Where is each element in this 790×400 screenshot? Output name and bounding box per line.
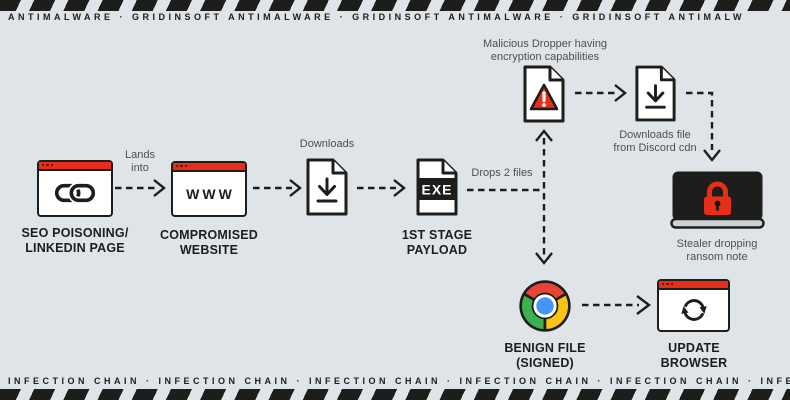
edge-label-downloads: Downloads: [299, 138, 355, 150]
exe-badge-text: EXE: [421, 182, 452, 198]
node-label-seo-page: SEO POISONING/ LINKEDIN PAGE: [21, 226, 129, 255]
arrow-drops-down-head: [535, 252, 553, 265]
download-file-icon: [306, 158, 348, 216]
window-dots-icon: [662, 283, 674, 286]
node-label-update-browser: UPDATE BROWSER: [660, 341, 728, 370]
annotation-stealer: Stealer dropping ransom note: [676, 238, 758, 263]
arrow-lands-into-head: [153, 179, 166, 197]
window-dots-icon: [176, 165, 188, 168]
browser-window-seo: [37, 160, 113, 217]
window-titlebar: [39, 162, 111, 171]
window-titlebar: [659, 281, 728, 290]
arrow-benign-to-update-head: [636, 295, 651, 315]
banner-text-top: ANTIMALWARE · GRIDINSOFT ANTIMALWARE · G…: [8, 12, 745, 22]
edge-label-lands-into: Lands into: [125, 149, 155, 174]
annotation-malicious-dropper: Malicious Dropper having encryption capa…: [482, 38, 608, 63]
warning-file-icon: [523, 65, 565, 123]
hazard-stripe-top: [0, 0, 790, 11]
refresh-icon: [680, 299, 707, 321]
node-label-payload: 1ST STAGE PAYLOAD: [401, 228, 473, 257]
annotation-discord-cdn: Downloads file from Discord cdn: [613, 129, 697, 154]
link-icon: [54, 182, 96, 204]
hazard-stripe-bottom: [0, 389, 790, 400]
arrow-dropper-to-discord-head: [614, 84, 627, 102]
arrow-drops-up-head: [535, 129, 553, 142]
download-file-icon-discord: [635, 65, 676, 122]
node-label-compromised-website: COMPROMISED WEBSITE: [159, 228, 259, 257]
www-text: WWW: [186, 185, 235, 202]
browser-window-www: WWW: [171, 161, 247, 217]
arrow-download-to-payload-head: [393, 179, 406, 197]
browser-window-update: [657, 279, 730, 332]
chrome-icon: [519, 280, 571, 332]
lock-icon: [704, 181, 731, 215]
banner-text-bottom: INFECTION CHAIN · INFECTION CHAIN · INFE…: [8, 376, 790, 386]
exe-badge: [416, 178, 458, 200]
edge-label-drops-2-files: Drops 2 files: [471, 167, 533, 179]
window-titlebar: [173, 163, 245, 172]
window-dots-icon: [42, 164, 54, 167]
arrow-www-to-download-head: [289, 179, 302, 197]
locked-laptop-icon: [670, 171, 765, 229]
node-label-benign-file: BENIGN FILE (SIGNED): [504, 341, 586, 370]
exe-file-icon: EXE: [416, 158, 458, 216]
